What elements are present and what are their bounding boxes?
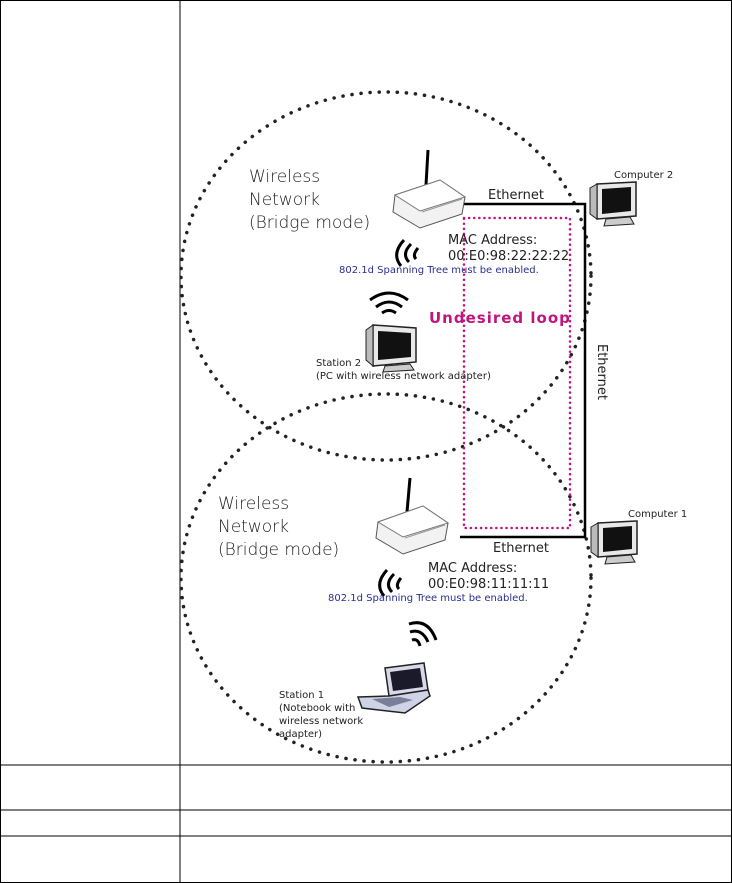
ethernet-cable (460, 202, 587, 539)
bottom-network-label: Wireless Network (Bridge mode) (218, 494, 339, 560)
top-network-circle (180, 90, 593, 462)
top-spanning-tree-note: 802.1d Spanning Tree must be enabled. (339, 265, 539, 276)
computer2-label: Computer 2 (614, 170, 673, 181)
computer1-label: Computer 1 (628, 509, 687, 520)
station2-pc-icon (365, 324, 417, 373)
bottom-ethernet-label: Ethernet (493, 541, 549, 556)
top-ethernet-label: Ethernet (488, 188, 544, 203)
vertical-ethernet-label: Ethernet (594, 344, 609, 400)
computer2-icon (589, 181, 637, 227)
access-point-bottom-icon (375, 477, 450, 555)
top-mac-value: 00:E0:98:22:22:22 (448, 249, 569, 264)
station1-label: Station 1 (Notebook with wireless networ… (279, 690, 366, 740)
wireless-waves-bottom-ap-icon (378, 568, 403, 597)
bottom-spanning-tree-note: 802.1d Spanning Tree must be enabled. (328, 593, 528, 604)
undesired-loop-label: Undesired loop (429, 309, 571, 327)
bottom-mac-title: MAC Address: (428, 561, 517, 576)
top-mac-title: MAC Address: (448, 233, 537, 248)
station1-notebook-icon (356, 662, 431, 714)
undesired-loop-box (462, 216, 572, 530)
bottom-network-circle (180, 392, 593, 764)
computer1-icon (590, 520, 638, 565)
wireless-waves-station2-icon (369, 291, 409, 315)
access-point-top-icon (392, 149, 467, 229)
wireless-waves-station1-icon (408, 621, 438, 647)
wireless-waves-top-ap-icon (395, 238, 420, 267)
top-network-label: Wireless Network (Bridge mode) (249, 167, 370, 233)
bottom-mac-value: 00:E0:98:11:11:11 (428, 577, 549, 592)
station2-label: Station 2 (PC with wireless network adap… (316, 358, 491, 382)
